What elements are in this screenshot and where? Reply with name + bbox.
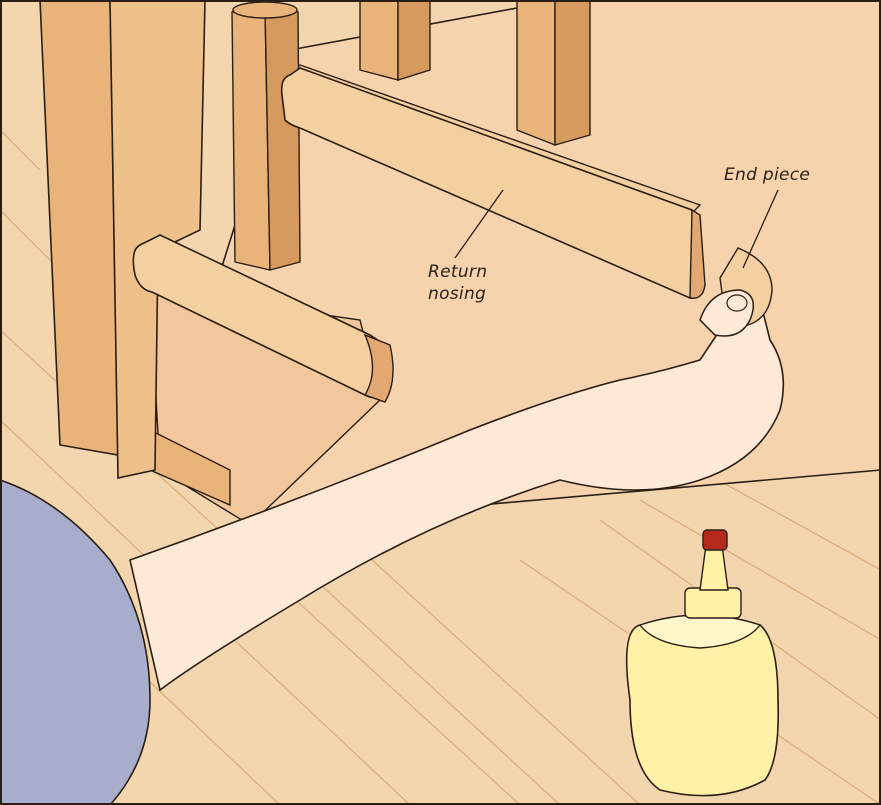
- baluster-back-right-side: [555, 0, 590, 145]
- baluster-back-right: [517, 0, 555, 145]
- end-piece-label: End piece: [724, 165, 810, 185]
- return-nosing-label-line1: Return: [428, 262, 487, 282]
- baluster-middle-side: [265, 8, 300, 270]
- baluster-back-left: [360, 0, 398, 80]
- baluster-middle-top: [233, 2, 297, 18]
- baluster-middle: [232, 8, 270, 270]
- glue-bottle-cap-ring: [685, 588, 741, 618]
- baluster-back-left-side: [398, 0, 430, 80]
- glue-bottle-tip-cap: [703, 530, 727, 550]
- return-nosing-label-line2: nosing: [428, 284, 486, 304]
- thumbnail: [727, 295, 747, 311]
